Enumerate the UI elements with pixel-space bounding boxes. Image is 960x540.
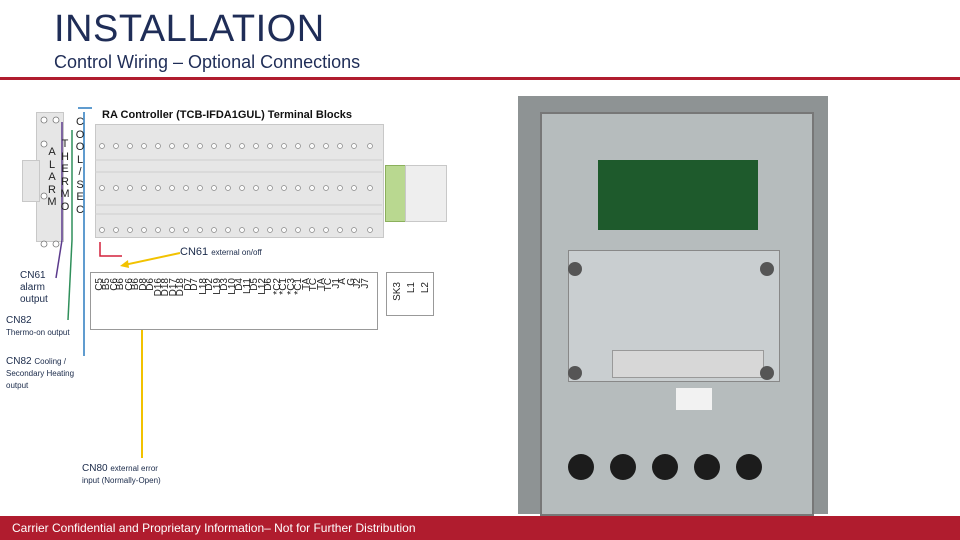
alarm-letters: A L A R M [47, 146, 57, 208]
terminal-label: J7 [360, 278, 372, 289]
cn80-callout: CN80 external error input (Normally-Open… [82, 463, 161, 485]
left-terminal-column [36, 112, 64, 242]
knockout [568, 366, 582, 380]
right-terminal-block [405, 165, 447, 222]
conduit-hole [610, 454, 636, 480]
knockout [760, 366, 774, 380]
terminal-label: SK3 [392, 282, 403, 301]
conduit-hole [694, 454, 720, 480]
knockout [568, 262, 582, 276]
right-terminal-strip [386, 272, 434, 316]
terminal-label: L2 [420, 282, 431, 294]
din-rail-terminals [612, 350, 764, 378]
lower-terminal-block [90, 272, 378, 330]
terminal-blocks-title: RA Controller (TCB-IFDA1GUL) Terminal Bl… [102, 109, 352, 121]
knockout [760, 262, 774, 276]
page-subtitle: Control Wiring – Optional Connections [54, 52, 361, 72]
terminal-label: L1 [406, 282, 417, 294]
coolheat-letters: C O O L / S E C [75, 116, 85, 216]
footer-bar: Carrier Confidential and Proprietary Inf… [0, 516, 960, 540]
upper-terminal-block [95, 124, 384, 238]
cn82-thermo-callout: CN82 Thermo-on output [6, 315, 70, 337]
page-title: INSTALLATION [54, 8, 325, 50]
conduit-hole [652, 454, 678, 480]
thermo-letters: T H E R M O [60, 138, 70, 213]
cn61-onoff-callout: CN61 external on/off [180, 246, 262, 258]
label-sticker [676, 388, 712, 410]
cn82-cool-callout: CN82 Cooling / Secondary Heating output [6, 356, 75, 390]
left-connector [22, 160, 40, 202]
cn61-alarm-callout: CN61 alarm output [20, 270, 48, 305]
controller-pcb [598, 160, 758, 230]
title-rule [0, 77, 960, 80]
conduit-hole [568, 454, 594, 480]
conduit-hole [736, 454, 762, 480]
footer-text: Carrier Confidential and Proprietary Inf… [12, 521, 416, 535]
